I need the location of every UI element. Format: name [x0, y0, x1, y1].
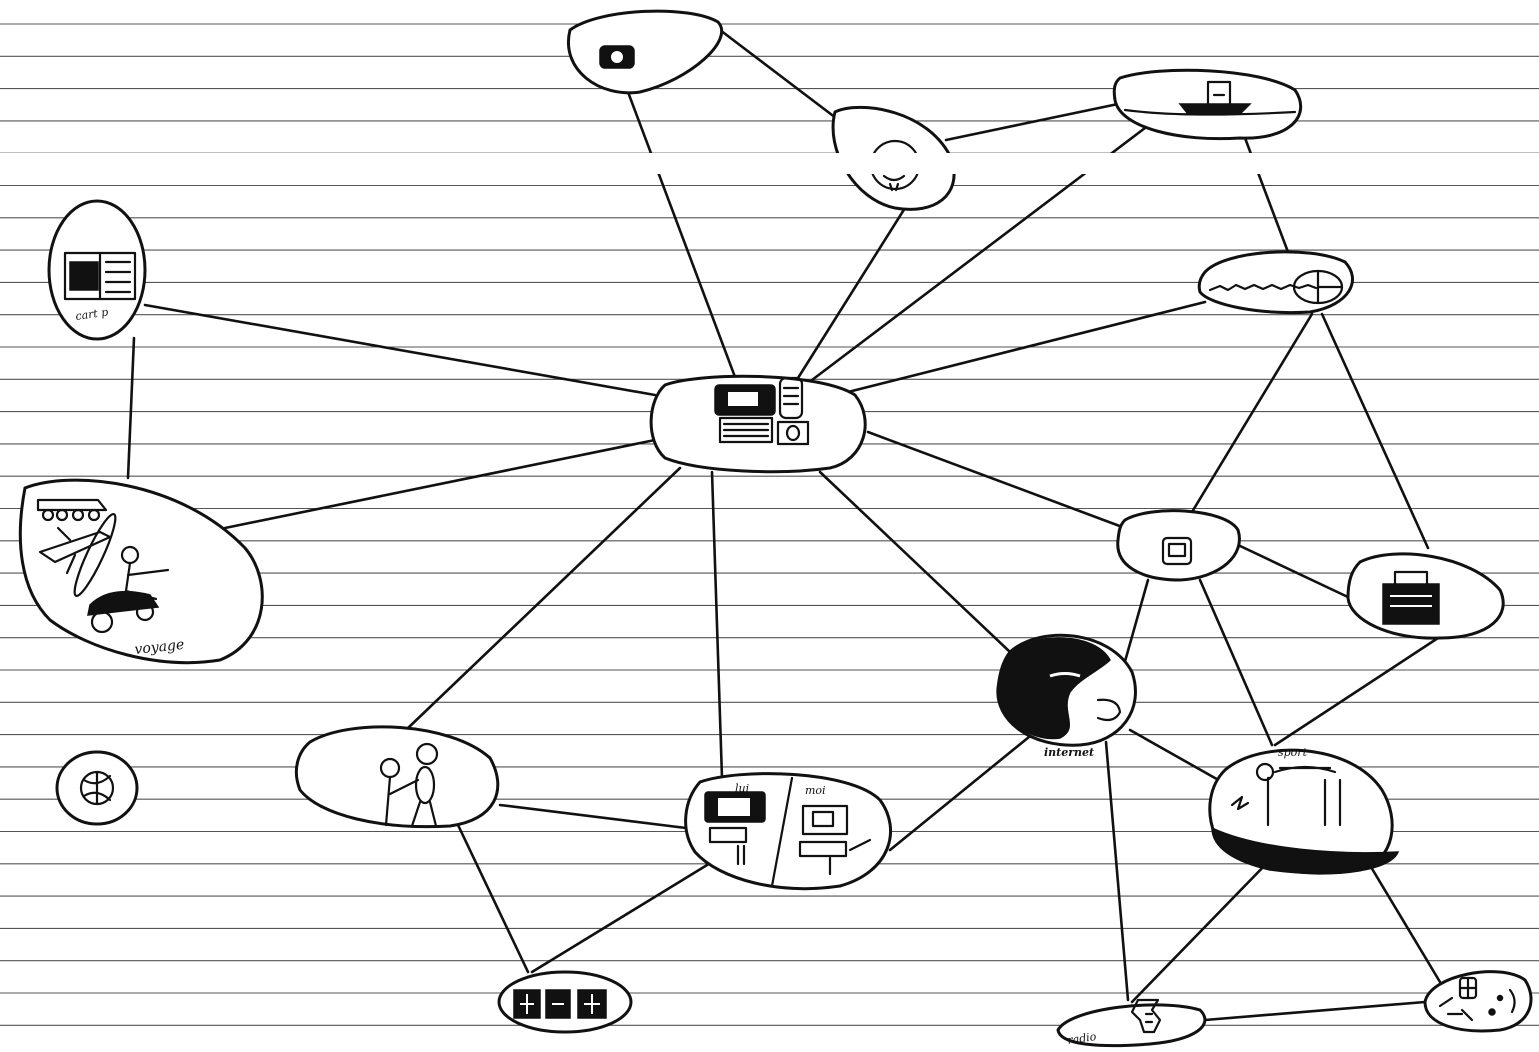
travel-icon: [36, 498, 170, 634]
edge-computer-chat: [710, 470, 724, 780]
radio-icon: [1130, 998, 1162, 1034]
edge-computer-globe: [818, 470, 1012, 654]
node-tennis: [294, 725, 500, 829]
node-tv: [1116, 509, 1241, 582]
edge-person-boat: [944, 102, 1120, 142]
stadium-icon: [1211, 762, 1400, 875]
map-icon: [1438, 976, 1516, 1022]
printer-icon: [1382, 570, 1440, 625]
edge-sport-map: [1366, 860, 1442, 984]
boat-icon: [1123, 80, 1297, 116]
edge-cards-computer: [143, 303, 657, 397]
node-travel: voyage: [18, 478, 264, 665]
tv-icon: [1161, 536, 1193, 566]
node-map: [1423, 970, 1533, 1033]
node-camera: [567, 9, 724, 95]
computer-icon: [714, 376, 810, 446]
edge-tv-printer: [1236, 543, 1352, 600]
label-moi: moi: [805, 784, 826, 797]
edge-globe-sport: [1128, 728, 1224, 784]
label-radio: radio: [1067, 1030, 1098, 1047]
connection-lines: [126, 28, 1442, 1022]
mouse-icon: [1208, 269, 1344, 305]
node-windows: [497, 970, 633, 1034]
edge-sport-radio: [1130, 860, 1270, 1004]
node-ball: [55, 750, 139, 826]
edge-computer-tennis: [406, 466, 682, 730]
node-boat: [1112, 68, 1302, 141]
node-internet: internet: [996, 633, 1137, 759]
globe-icon: [997, 637, 1122, 740]
edge-mouse-computer: [846, 300, 1207, 394]
label-sport: sport: [1278, 746, 1308, 759]
edge-mouse-printer: [1320, 312, 1430, 550]
edge-globe-chat: [888, 726, 1042, 852]
edge-tv-sport: [1198, 578, 1274, 747]
node-radio: radio: [1056, 998, 1207, 1048]
label-cartes: cart p: [75, 306, 109, 323]
node-computer: [649, 374, 867, 474]
edge-tennis-windows: [456, 823, 530, 974]
scan-gap: [0, 153, 1539, 174]
ball-icon: [79, 770, 115, 806]
building-icon: [513, 989, 607, 1019]
edge-chat-windows: [530, 860, 714, 974]
node-printer: [1346, 552, 1505, 640]
edge-mouse-tv: [1190, 312, 1314, 514]
chat-computers-icon: [704, 791, 872, 876]
label-lui: lui: [735, 782, 749, 795]
edge-camera-person: [718, 28, 838, 120]
edge-computer-travel: [223, 438, 657, 530]
edge-tennis-chat: [498, 803, 688, 830]
tennis-player-icon: [379, 742, 439, 828]
label-voyage: voyage: [134, 637, 185, 658]
cards-icon: [63, 251, 137, 301]
edge-computer-tv: [866, 430, 1127, 530]
edge-person-computer: [796, 206, 907, 380]
edge-cards-travel: [126, 336, 136, 480]
edge-radio-map: [1203, 1000, 1427, 1022]
edge-tv-globe: [1120, 578, 1150, 674]
edge-camera-computer: [626, 90, 740, 387]
camera-icon: [599, 45, 635, 69]
node-cards: cart p: [47, 199, 147, 341]
edge-globe-radio: [1104, 740, 1130, 1002]
node-sport: sport: [1208, 746, 1400, 875]
edge-printer-sport: [1273, 636, 1440, 747]
node-chat: lui moi: [684, 772, 893, 891]
node-mouse: [1197, 250, 1354, 315]
label-internet: internet: [1044, 746, 1094, 759]
